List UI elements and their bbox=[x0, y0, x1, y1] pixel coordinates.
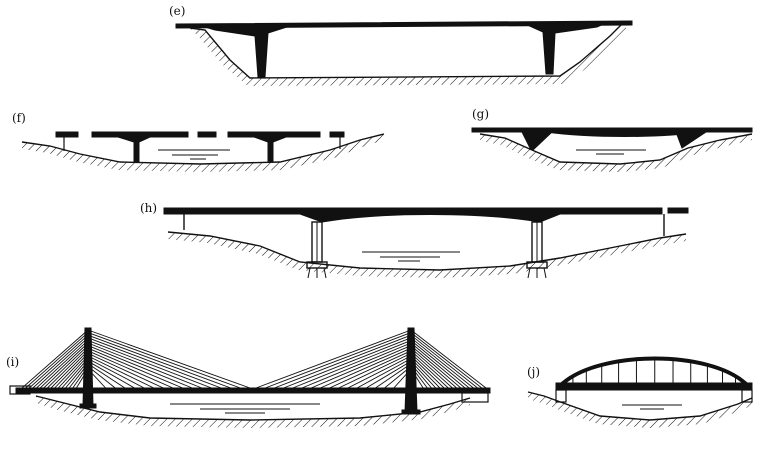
leg-left-e bbox=[204, 25, 291, 78]
stay-cable bbox=[87, 363, 126, 389]
stay-cables-right bbox=[255, 329, 487, 389]
panel-label-e: (e) bbox=[169, 4, 185, 18]
panel-label-g: (g) bbox=[472, 107, 489, 121]
stay-cable bbox=[283, 337, 412, 389]
stay-cable bbox=[274, 334, 412, 389]
panel-label-h: (h) bbox=[140, 201, 157, 215]
stay-cable bbox=[87, 358, 145, 389]
arch-hangers bbox=[572, 358, 737, 383]
water-f bbox=[158, 149, 230, 160]
stay-cable bbox=[87, 345, 193, 389]
stay-cable bbox=[50, 350, 89, 389]
panel-j: (j) bbox=[527, 356, 753, 428]
stay-cable bbox=[57, 355, 89, 389]
panel-label-f: (f) bbox=[12, 111, 26, 125]
stay-cable bbox=[410, 347, 457, 389]
ground-hatch-f bbox=[22, 134, 384, 172]
stay-cable bbox=[310, 345, 412, 389]
water-g bbox=[576, 149, 646, 155]
stay-cable bbox=[87, 352, 164, 389]
ground-hatch-j bbox=[528, 392, 752, 428]
deck-f bbox=[55, 131, 345, 138]
stay-cable bbox=[43, 345, 89, 389]
stay-cable bbox=[87, 334, 231, 389]
stay-cable bbox=[410, 345, 462, 389]
stay-cable bbox=[410, 337, 474, 389]
stay-cable bbox=[47, 347, 89, 389]
panel-e: (e) bbox=[169, 4, 633, 86]
stay-cable bbox=[32, 337, 89, 389]
arch-rib-j bbox=[560, 356, 748, 386]
stay-cable bbox=[265, 332, 412, 389]
foundation-left-i bbox=[79, 403, 97, 409]
panel-label-i: (i) bbox=[6, 355, 19, 369]
ground-hatch-g bbox=[480, 134, 752, 172]
stay-cable bbox=[410, 334, 478, 389]
deck-g bbox=[471, 127, 753, 137]
stay-cable bbox=[292, 339, 412, 389]
stay-cable bbox=[87, 350, 174, 389]
stay-cable bbox=[87, 332, 241, 389]
stay-cable bbox=[36, 340, 89, 389]
stay-cable bbox=[375, 363, 412, 389]
stay-cable bbox=[410, 355, 445, 389]
leg-right-e bbox=[522, 21, 609, 75]
deck-i bbox=[15, 387, 491, 394]
stay-cable bbox=[87, 342, 203, 389]
stay-cable bbox=[338, 352, 412, 389]
abutment-right-i bbox=[461, 392, 489, 403]
deck-h bbox=[163, 207, 663, 223]
ground-hatch-h bbox=[168, 232, 686, 278]
ground-hatch-i bbox=[36, 396, 470, 428]
deck-end-h bbox=[667, 207, 689, 214]
stay-cable bbox=[410, 342, 466, 389]
stay-cable bbox=[87, 360, 135, 389]
water-h bbox=[362, 251, 460, 262]
tower-left-i bbox=[82, 327, 94, 407]
stay-cable bbox=[356, 358, 412, 389]
stay-cable bbox=[87, 337, 222, 389]
panel-i: (i) bbox=[6, 327, 491, 428]
stay-cable bbox=[410, 358, 441, 389]
stay-cable bbox=[25, 332, 89, 389]
water-j bbox=[622, 404, 682, 410]
stay-cable bbox=[255, 329, 412, 389]
stay-cable bbox=[410, 340, 470, 389]
stay-cable bbox=[366, 360, 412, 389]
stay-cable bbox=[301, 342, 412, 389]
stay-cable bbox=[87, 329, 251, 389]
stay-cable bbox=[28, 334, 89, 389]
stay-cable bbox=[39, 342, 89, 389]
tie-deck-j bbox=[555, 382, 753, 391]
panel-g: (g) bbox=[471, 107, 753, 172]
abutment-left-i bbox=[9, 385, 31, 395]
stay-cable bbox=[347, 355, 412, 389]
stay-cables-left bbox=[21, 329, 251, 389]
pier-right-f bbox=[253, 136, 287, 162]
stay-cable bbox=[21, 329, 89, 389]
panel-h: (h) bbox=[140, 201, 689, 279]
water-i bbox=[170, 403, 320, 414]
stay-cable bbox=[410, 353, 449, 389]
leg-right-g bbox=[675, 131, 708, 149]
stay-cable bbox=[329, 350, 412, 389]
pier-left-f bbox=[117, 136, 151, 163]
stay-cable bbox=[87, 347, 183, 389]
stay-cable bbox=[410, 332, 483, 389]
stay-cable bbox=[87, 339, 212, 389]
stay-cable bbox=[410, 329, 487, 389]
stay-cable bbox=[54, 353, 89, 389]
stay-cable bbox=[410, 350, 453, 389]
panel-f: (f) bbox=[12, 111, 385, 172]
stay-cable bbox=[320, 347, 412, 389]
panel-label-j: (j) bbox=[527, 365, 540, 379]
stay-cable bbox=[87, 355, 154, 389]
